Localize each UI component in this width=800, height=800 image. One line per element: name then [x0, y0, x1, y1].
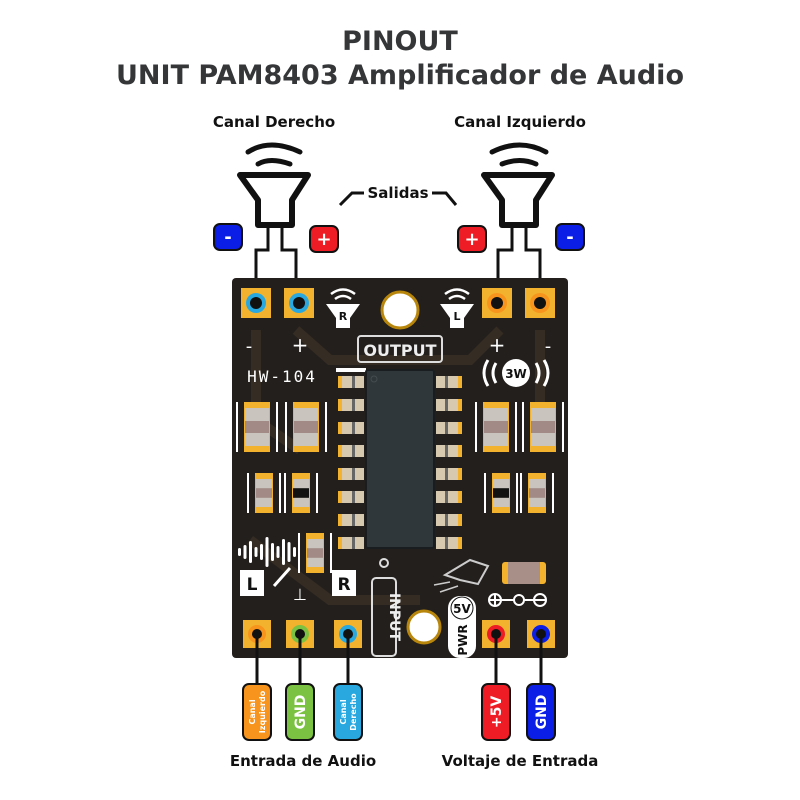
silk-ground-symbol: ⊥ [293, 585, 307, 604]
capacitor-component [285, 402, 327, 452]
mounting-hole-bottom [406, 609, 442, 645]
svg-text:R: R [337, 575, 350, 595]
ic-chip-pam8403 [336, 368, 462, 549]
power-3w-badge: 3W [482, 359, 550, 387]
silk-output-label: OUTPUT [357, 335, 443, 363]
svg-text:PWR: PWR [456, 624, 470, 655]
capacitor-component [298, 533, 332, 573]
silk-jack-icon [272, 567, 292, 587]
pad-out-left-plus [482, 288, 512, 318]
capacitor-component [247, 473, 281, 513]
sound-wave-silk-icon [238, 537, 296, 567]
left-plus-badge: + [457, 225, 487, 253]
svg-text:L: L [247, 575, 258, 595]
right-minus-badge: - [213, 223, 243, 251]
pin-tag-line2: Derecho [349, 693, 358, 731]
capacitor-component [236, 402, 278, 452]
ic-pin-right [436, 376, 462, 388]
polarity-symbol-icon [488, 593, 547, 607]
ic-pin-left [338, 537, 364, 549]
svg-text:-: - [566, 227, 573, 248]
pad-out-left-minus [525, 288, 555, 318]
svg-text:L: L [453, 310, 460, 323]
ic-pin-right [436, 468, 462, 480]
capacitor-component [520, 473, 554, 513]
silk-speaker-l-icon: L [440, 288, 474, 328]
right-plus-badge: + [309, 225, 339, 253]
pin-tag-line2: Izquierdo [258, 690, 267, 733]
svg-text:OUTPUT: OUTPUT [363, 341, 436, 360]
page-title-line1: PINOUT [342, 26, 458, 57]
left-minus-badge: - [555, 223, 585, 251]
silk-pwr-label: 5V PWR [448, 596, 476, 658]
ic-pin-left [338, 399, 364, 411]
mounting-hole-top [380, 290, 420, 330]
svg-text:5V: 5V [453, 602, 471, 616]
svg-text:-: - [224, 227, 231, 248]
speaker-left-icon [481, 142, 555, 295]
right-channel-label: Canal Derecho [213, 113, 335, 131]
silk-minus-right: - [246, 336, 253, 357]
capacitor-component [522, 402, 564, 452]
capacitor-component [475, 402, 517, 452]
pin-tag-label: GND [293, 695, 309, 730]
silk-input-l: L [240, 570, 264, 596]
inductor-component [484, 473, 518, 513]
pin-tag-label: +5V [489, 696, 505, 728]
silk-minus-left: - [545, 336, 552, 357]
page-title-line2: UNIT PAM8403 Amplificador de Audio [116, 60, 684, 91]
voltage-input-group-label: Voltaje de Entrada [442, 752, 599, 770]
ic-pin-left [338, 376, 364, 388]
logo-silk-icon [433, 558, 490, 593]
ic-pin-left [338, 514, 364, 526]
model-label: HW-104 [247, 367, 317, 386]
input-pin-tag: GND [526, 683, 556, 741]
ic-pin-right [436, 491, 462, 503]
pin-tag-label: GND [534, 695, 550, 730]
silk-speaker-r-icon: R [326, 288, 360, 328]
input-pin-tag: +5V [481, 683, 511, 741]
speaker-right-icon [237, 142, 311, 295]
svg-text:Salidas: Salidas [368, 184, 429, 202]
pin-tag-line1: Canal [339, 699, 348, 724]
ic-pin-left [338, 468, 364, 480]
input-pin-tag: GND [285, 683, 315, 741]
silk-plus-right: + [292, 333, 309, 357]
svg-text:+: + [316, 229, 331, 250]
svg-text:R: R [339, 310, 348, 323]
silk-input-label: INPUT [371, 558, 402, 657]
pin-tag-line1: Canal [248, 699, 257, 724]
audio-input-group-label: Entrada de Audio [230, 752, 376, 770]
ic-pin-right [436, 445, 462, 457]
svg-text:3W: 3W [505, 367, 527, 381]
ic-pin-left [338, 422, 364, 434]
left-channel-label: Canal Izquierdo [454, 113, 586, 131]
ic-pin-left [338, 491, 364, 503]
svg-text:INPUT: INPUT [386, 593, 402, 642]
outputs-group-label: Salidas [338, 184, 458, 207]
ic-pin-left [338, 445, 364, 457]
silk-input-r: R [332, 570, 356, 596]
ic-pin-right [436, 537, 462, 549]
svg-text:+: + [464, 229, 479, 250]
pad-out-right-plus [284, 288, 314, 318]
pad-out-right-minus [241, 288, 271, 318]
ic-pin-right [436, 399, 462, 411]
capacitor-power [502, 562, 546, 584]
ic-pin-right [436, 514, 462, 526]
ic-pin-right [436, 422, 462, 434]
silk-plus-left: + [489, 333, 506, 357]
inductor-component [284, 473, 318, 513]
